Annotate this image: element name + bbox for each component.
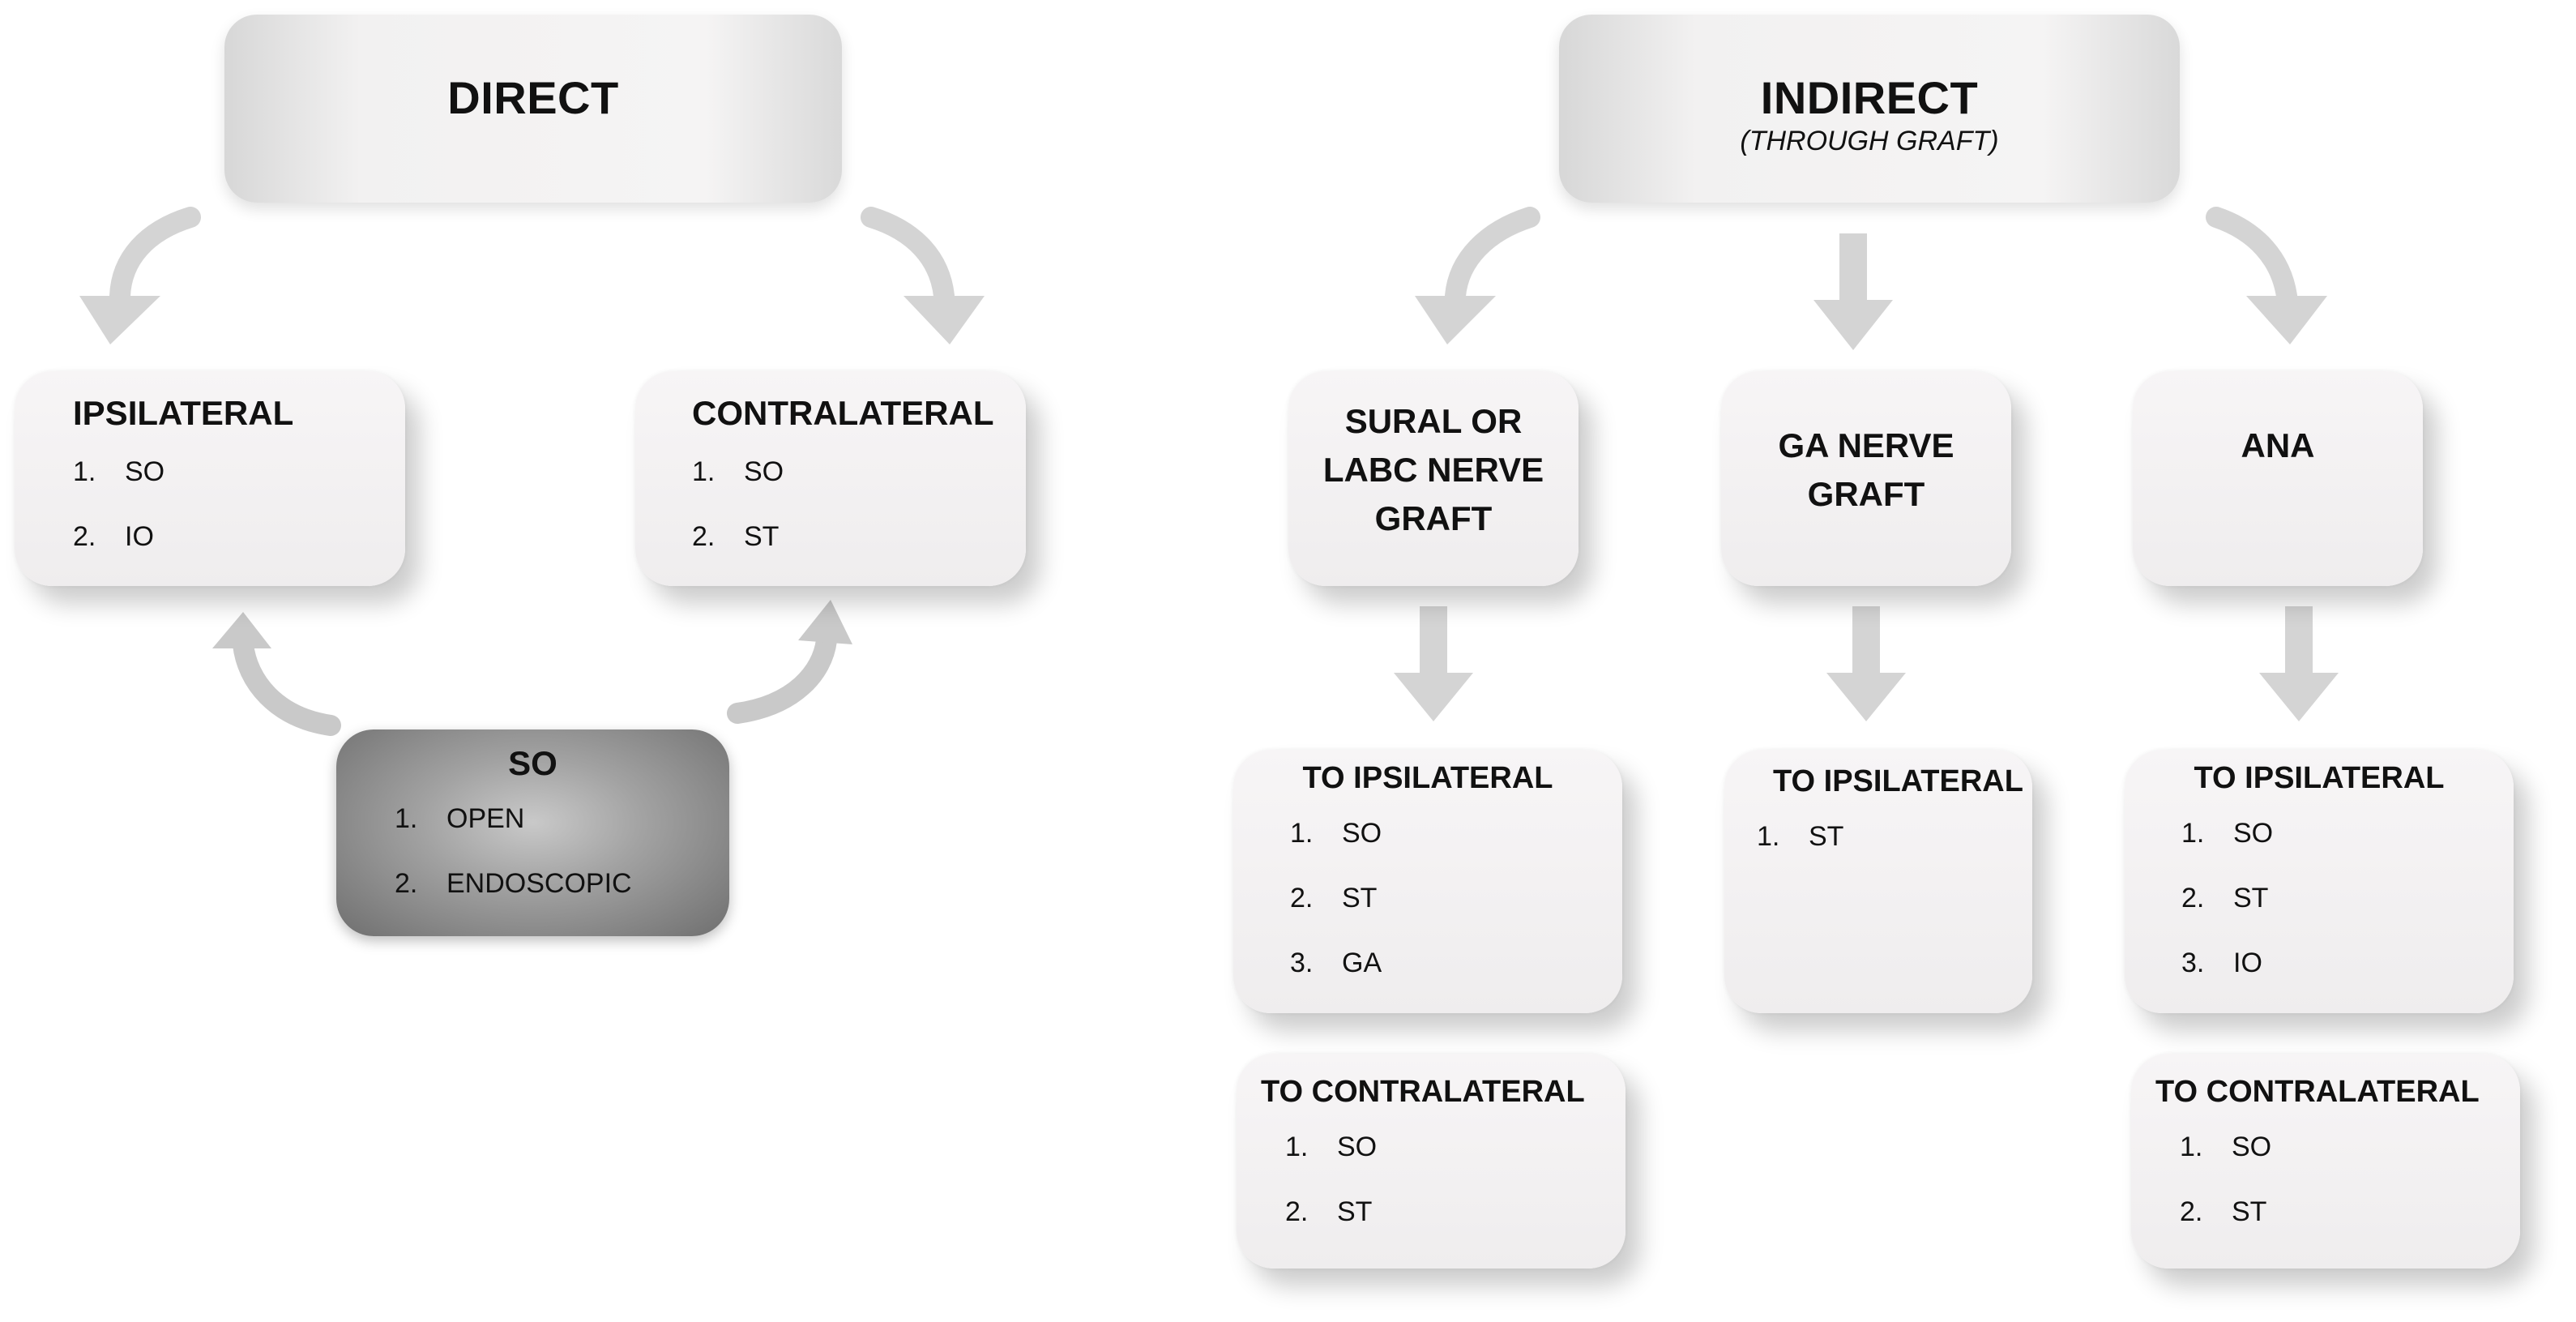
sural-labc-graft-box: SURAL OR LABC NERVE GRAFT [1288,371,1578,586]
list-item: 1.SO [2180,1131,2272,1162]
ga-title-line-2: GRAFT [1807,475,1925,513]
indirect-title: INDIRECT [1760,72,1979,123]
sural-to-ipsilateral-title: TO IPSILATERAL [1302,761,1553,795]
list-item: 2.ST [1290,882,1378,913]
sural-to-ipsilateral-list: 1.SO 2.ST 3.GA [1290,801,1622,995]
list-item: 2.ST [2180,1196,2267,1227]
list-item: 1.SO [1290,817,1382,849]
sural-to-contralateral-title: TO CONTRALATERAL [1261,1075,1585,1109]
ana-to-ipsilateral-box: TO IPSILATERAL 1.SO 2.ST 3.IO [2125,750,2514,1013]
ga-to-ipsilateral-list: 1.ST [1757,804,2032,869]
sural-title-line-3: GRAFT [1374,499,1493,537]
list-item: 1.ST [1757,820,1844,852]
curved-arrow-so-to-ipsilateral [212,612,341,736]
straight-arrow-ga-to-ipsilateral [1826,606,1906,721]
straight-arrow-sural-to-ipsilateral [1394,606,1473,721]
ana-to-ipsilateral-list: 1.SO 2.ST 3.IO [2181,801,2514,995]
ipsilateral-title: IPSILATERAL [73,394,294,432]
ga-title-line-1: GA NERVE [1778,426,1954,464]
so-box: SO 1.OPEN 2.ENDOSCOPIC [336,729,729,936]
list-item: 2.ST [1285,1196,1373,1227]
list-item: 2.IO [73,520,154,552]
ana-to-contralateral-box: TO CONTRALATERAL 1.SO 2.ST [2131,1054,2520,1269]
sural-to-ipsilateral-box: TO IPSILATERAL 1.SO 2.ST 3.GA [1233,750,1622,1013]
ga-to-ipsilateral-box: TO IPSILATERAL 1.ST [1724,750,2032,1013]
indirect-header: INDIRECT (THROUGH GRAFT) [1559,15,2180,203]
list-item: 1.SO [692,456,784,487]
direct-title: DIRECT [447,72,619,123]
contralateral-box: CONTRALATERAL 1.SO 2.ST [635,371,1026,586]
so-title: SO [508,744,557,782]
ana-title: ANA [2241,426,2315,464]
ipsilateral-list: 1.SO 2.IO [73,439,405,569]
list-item: 2.ST [692,520,780,552]
ana-to-contralateral-title: TO CONTRALATERAL [2155,1075,2480,1109]
ipsilateral-box: IPSILATERAL 1.SO 2.IO [15,371,405,586]
list-item: 3.GA [1290,947,1382,978]
so-list: 1.OPEN 2.ENDOSCOPIC [395,786,729,916]
curved-arrow-direct-to-ipsilateral [79,207,201,344]
curved-arrow-indirect-to-ana [2206,207,2327,344]
straight-arrow-ana-to-ipsilateral [2259,606,2339,721]
straight-arrow-indirect-to-ga [1813,233,1893,350]
indirect-subtitle: (THROUGH GRAFT) [1740,126,1999,156]
list-item: 1.SO [73,456,165,487]
sural-title-line-2: LABC NERVE [1322,451,1544,489]
list-item: 1.OPEN [395,802,525,834]
list-item: 2.ENDOSCOPIC [395,867,632,899]
list-item: 2.ST [2181,882,2269,913]
ana-box: ANA [2133,371,2423,586]
sural-to-contralateral-box: TO CONTRALATERAL 1.SO 2.ST [1237,1054,1625,1269]
curved-arrow-direct-to-contralateral [861,207,985,344]
sural-title-line-1: SURAL OR [1344,402,1523,440]
list-item: 3.IO [2181,947,2262,978]
curved-arrow-so-to-contralateral [727,600,852,724]
list-item: 1.SO [1285,1131,1378,1162]
contralateral-list: 1.SO 2.ST [692,439,1026,569]
ga-nerve-graft-box: GA NERVE GRAFT [1721,371,2011,586]
ana-to-contralateral-list: 1.SO 2.ST [2180,1115,2520,1244]
list-item: 1.SO [2181,817,2274,849]
sural-to-contralateral-list: 1.SO 2.ST [1285,1115,1625,1244]
ana-to-ipsilateral-title: TO IPSILATERAL [2194,761,2445,795]
ga-to-ipsilateral-title: TO IPSILATERAL [1773,764,2023,798]
contralateral-title: CONTRALATERAL [692,394,994,432]
direct-header: DIRECT [224,15,842,203]
curved-arrow-indirect-to-sural [1415,207,1540,344]
